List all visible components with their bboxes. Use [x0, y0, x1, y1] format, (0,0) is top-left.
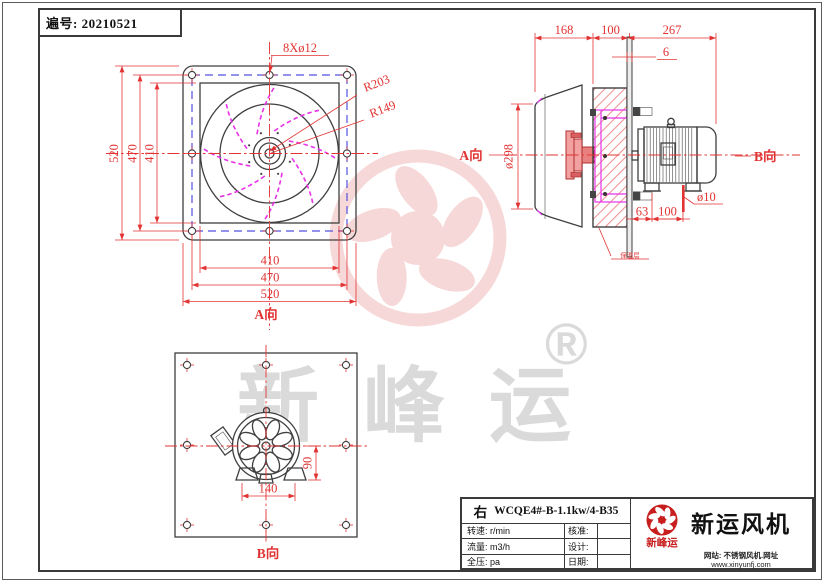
dim-520-bottom: 520: [261, 287, 280, 301]
dim-410-left: 410: [143, 144, 157, 163]
speed-label: 转速: r/min: [462, 523, 565, 539]
watermark-layer: ® 新峰运: [237, 149, 588, 452]
junction-box: [209, 425, 239, 457]
website-line1: 网站: 不锈钢风机.网址: [703, 551, 779, 560]
side-view: 168 100 267 6 ø298 A向 B向 ø10: [459, 23, 800, 260]
hub-bolt-dots: [248, 132, 291, 175]
approve-label: 核准:: [565, 523, 598, 539]
title-block: 右 WCQE4#-B-1.1kw/4-B35 转速: r/min 核准: 流量:…: [460, 497, 814, 570]
dim-d298: ø298: [502, 144, 516, 169]
flow-label: 流量: m3/h: [462, 539, 565, 554]
title-block-specs: 右 WCQE4#-B-1.1kw/4-B35 转速: r/min 核准: 流量:…: [462, 499, 631, 568]
note-8-holes: 8Xø12: [283, 41, 317, 55]
bearing-frame: [594, 109, 629, 203]
impeller-blades: [201, 85, 338, 222]
company-name: 新运风机: [691, 511, 791, 537]
side-view-a-label: A向: [459, 147, 482, 163]
dim-6: 6: [663, 45, 669, 59]
dim-470-left: 470: [126, 144, 140, 163]
dim-d10: ø10: [697, 190, 716, 204]
model-row: 右 WCQE4#-B-1.1kw/4-B35: [462, 499, 630, 524]
brand-name-small: 新峰运: [646, 537, 678, 549]
terminal-box: [660, 142, 676, 166]
fan-grille: [239, 419, 293, 473]
inner-border: [38, 8, 816, 572]
dim-267: 267: [663, 23, 682, 37]
bottom-view-label: B向: [257, 545, 280, 561]
orientation-label: 右: [473, 504, 488, 520]
dim-100-top: 100: [601, 23, 620, 37]
dim-410-bottom: 410: [261, 254, 280, 268]
dim-63: 63: [636, 205, 649, 219]
spec-row-flow: 流量: m3/h 设计:: [462, 539, 630, 555]
registered-mark-watermark: ®: [545, 312, 588, 377]
dim-100-feet: 100: [658, 205, 677, 219]
note-r149: R149: [367, 98, 397, 121]
foot-bolt: [682, 185, 685, 212]
dim-520-left: 520: [107, 144, 121, 163]
front-view-label: A向: [254, 306, 277, 322]
dim-168: 168: [555, 23, 574, 37]
design-value: [598, 539, 630, 554]
date-value: [598, 555, 630, 568]
brand-fan-logo-watermark: [329, 149, 507, 327]
date-label: 日期:: [565, 555, 598, 568]
eye-bolt-icon: [667, 117, 675, 126]
spec-row-speed: 转速: r/min 核准:: [462, 523, 630, 540]
design-label: 设计:: [565, 539, 598, 554]
spec-row-pressure: 全压: pa 日期:: [462, 555, 630, 568]
mounting-plate-hatched: [592, 87, 628, 228]
model-number: WCQE4#-B-1.1kw/4-B35: [494, 504, 619, 517]
bottom-view: 90 140 B向: [165, 345, 367, 561]
company-logo-icon: [646, 504, 678, 536]
dim-470-bottom: 470: [261, 271, 280, 285]
dim-90: 90: [301, 457, 315, 470]
website-line2: www.xinyunfj.com: [711, 560, 771, 569]
pressure-label: 全压: pa: [462, 555, 565, 568]
title-block-brand: 新峰运 新运风机 网站: 不锈钢风机.网址 www.xinyunfj.com: [631, 499, 812, 569]
doc-number-box: 遍号: 20210521: [38, 8, 182, 37]
wall-plate: [626, 36, 633, 258]
plate-note: 保温层: [620, 251, 640, 260]
dim-140: 140: [259, 482, 278, 496]
note-r203: R203: [361, 72, 391, 95]
doc-number: 遍号: 20210521: [46, 16, 138, 31]
approve-value: [598, 524, 630, 539]
side-view-b-label: B向: [754, 148, 777, 164]
